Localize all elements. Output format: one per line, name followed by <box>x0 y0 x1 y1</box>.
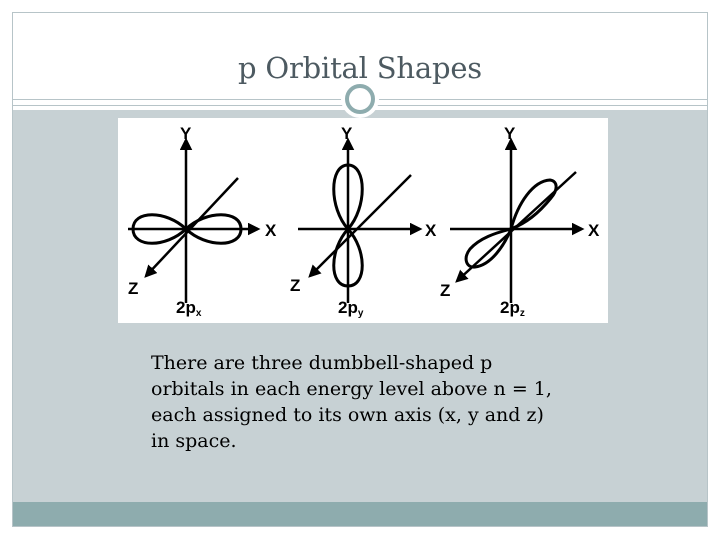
footer-bar <box>13 502 707 526</box>
x-axis-label: X <box>588 221 600 240</box>
body-line: in space. <box>151 430 237 452</box>
x-axis-label: X <box>265 221 277 240</box>
y-axis-label: Y <box>180 124 192 143</box>
body-line: each assigned to its own axis (x, y and … <box>151 404 544 426</box>
z-axis-arrow <box>144 177 239 278</box>
p-orbital-diagram-svg: Y X Z 2px Y X Z 2py Y X Z 2pz <box>128 124 600 319</box>
panel-2pz: Y X Z 2pz <box>440 124 600 319</box>
z-axis-label: Z <box>290 276 300 295</box>
z-axis-label: Z <box>128 279 138 298</box>
y-axis-label: Y <box>341 124 353 143</box>
orbital-label: 2px <box>176 298 202 319</box>
y-axis-label: Y <box>504 124 516 143</box>
orbital-lobes-y <box>332 163 364 288</box>
body-line: There are three dumbbell-shaped p <box>151 352 493 374</box>
orbital-lobes-z <box>464 178 558 269</box>
z-axis-arrow <box>308 174 412 278</box>
orbital-label: 2py <box>338 298 364 319</box>
panel-2py: Y X Z 2py <box>290 124 437 319</box>
body-line: orbitals in each energy level above n = … <box>151 378 552 400</box>
x-axis-label: X <box>425 221 437 240</box>
panel-2px: Y X Z 2px <box>128 124 277 319</box>
p-orbital-diagram: Y X Z 2px Y X Z 2py Y X Z 2pz <box>118 118 608 323</box>
z-axis-label: Z <box>440 281 450 300</box>
body-text: There are three dumbbell-shaped p orbita… <box>151 350 611 454</box>
orbital-label: 2pz <box>500 298 525 319</box>
orbital-lobes-x <box>131 213 243 245</box>
ring-icon <box>345 84 375 114</box>
slide-title: p Orbital Shapes <box>238 51 482 85</box>
